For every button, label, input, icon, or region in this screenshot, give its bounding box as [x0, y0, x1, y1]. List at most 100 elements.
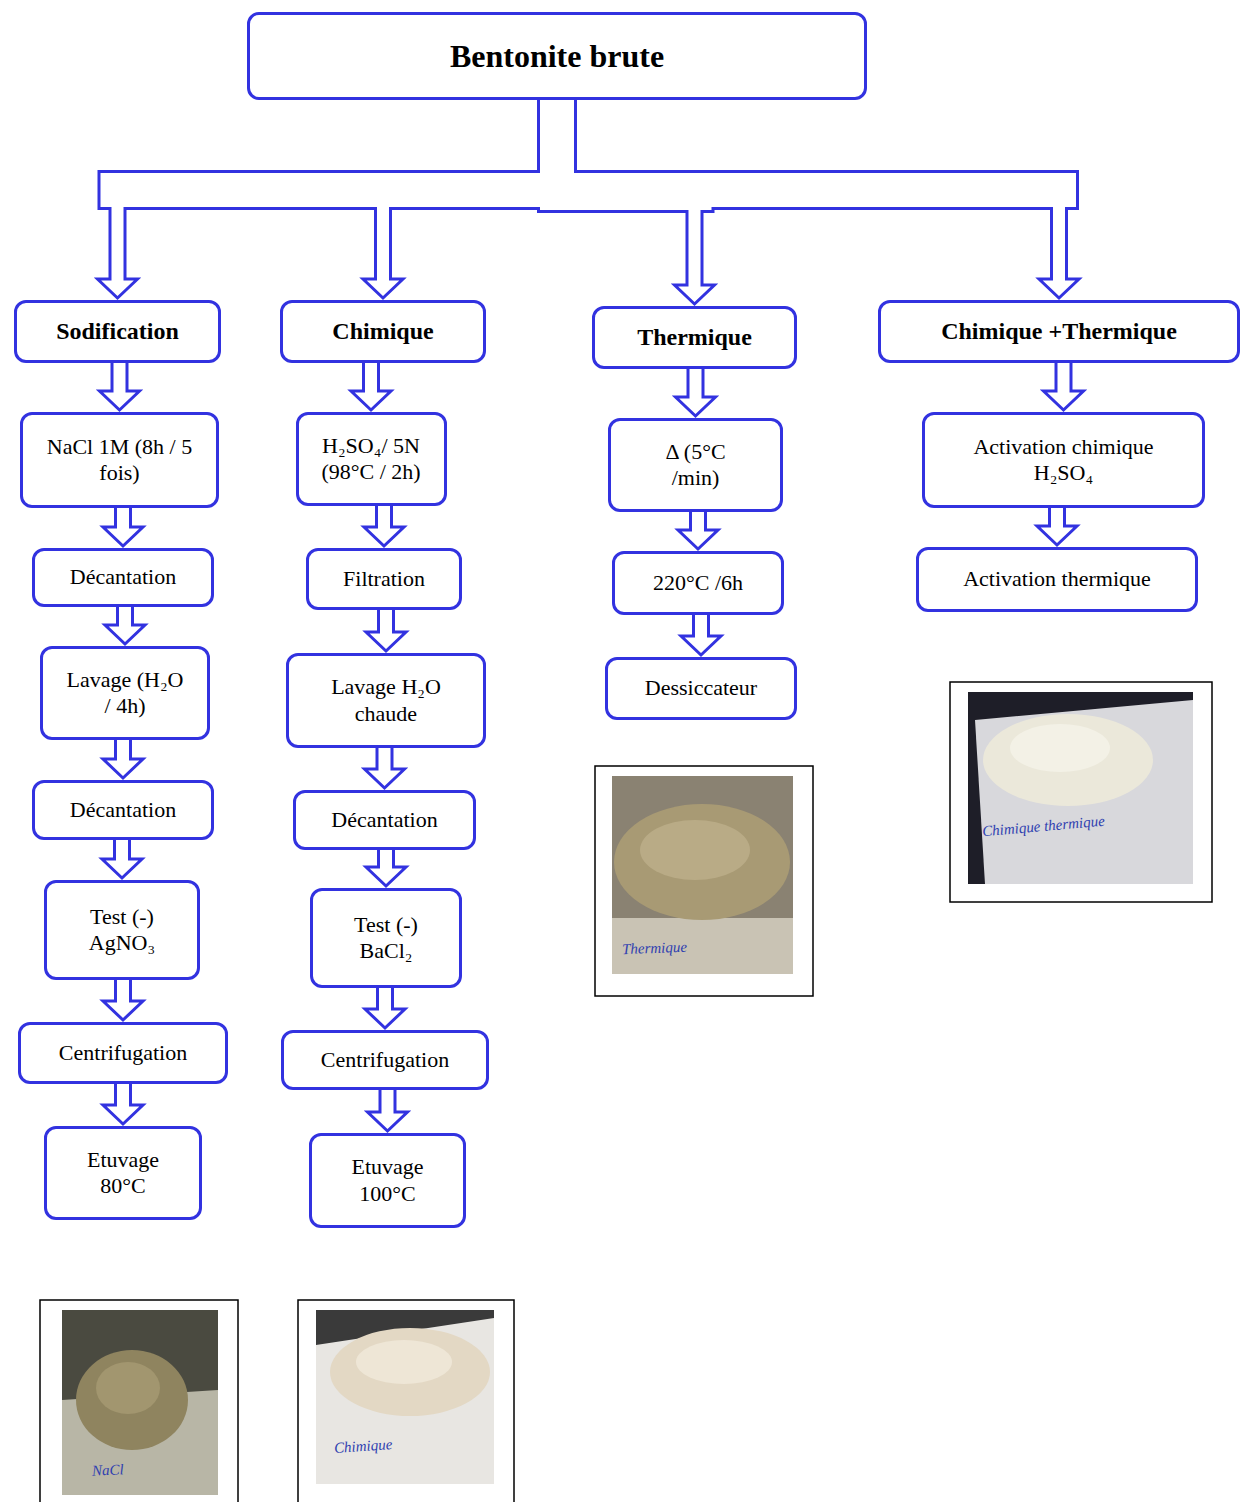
step-text: Activation chimique H₂SO₄ — [954, 434, 1174, 487]
process-box: Etuvage 80°C — [44, 1126, 202, 1220]
arrow-fill — [690, 369, 702, 402]
step-text: Sodification — [56, 317, 179, 346]
process-box: Centrifugation — [18, 1022, 228, 1084]
step-text: Chimique +Thermique — [941, 317, 1177, 346]
step-text: Centrifugation — [321, 1047, 449, 1073]
arrow-fill — [689, 193, 701, 290]
root-box: Bentonite brute — [247, 12, 867, 100]
process-box: Etuvage 100°C — [309, 1133, 466, 1228]
step-text: Test (-) AgNO₃ — [72, 904, 172, 957]
powder-heap — [640, 820, 750, 880]
bracket-outline — [383, 110, 557, 190]
powder-heap — [96, 1362, 160, 1414]
arrow-fill — [114, 363, 126, 396]
process-box: 220°C /6h — [612, 551, 784, 615]
arrow-fill — [379, 988, 391, 1014]
bracket-fill — [118, 110, 558, 190]
arrow-fill — [695, 615, 707, 641]
arrow-fill — [365, 363, 377, 396]
photo-paper — [612, 918, 793, 974]
bracket-outline — [557, 110, 1059, 190]
handwritten-label: Thermique — [622, 939, 688, 958]
powder-heap — [614, 804, 790, 920]
process-box: Test (-) BaCl₂ — [310, 888, 462, 988]
arrow-fill — [117, 508, 129, 532]
arrow-fill — [1051, 508, 1063, 531]
step-text: Thermique — [637, 323, 752, 352]
step-text: Etuvage 80°C — [73, 1147, 173, 1200]
photo-ground — [968, 692, 1193, 884]
bracket-outline — [118, 110, 558, 190]
powder-heap — [330, 1328, 490, 1416]
step-text: Filtration — [343, 566, 425, 592]
photo-ground — [316, 1310, 494, 1484]
step-text: Dessiccateur — [645, 675, 757, 701]
step-text: Décantation — [70, 564, 176, 590]
step-text: Centrifugation — [59, 1040, 187, 1066]
handwritten-label: NaCl — [92, 1461, 125, 1480]
bracket-fill — [383, 110, 557, 190]
powder-heap — [76, 1350, 188, 1450]
process-box: Chimique — [280, 300, 486, 363]
process-box: Dessiccateur — [605, 657, 797, 720]
process-box: Test (-) AgNO₃ — [44, 880, 200, 980]
arrow-fill — [1053, 190, 1065, 284]
powder-heap — [356, 1340, 452, 1384]
photo-frame — [950, 682, 1212, 902]
process-box: Décantation — [293, 790, 476, 850]
process-box: Filtration — [306, 548, 462, 610]
process-box: H₂SO₄/ 5N (98°C / 2h) — [296, 412, 447, 506]
arrow-fill — [117, 980, 129, 1006]
arrow-fill — [380, 850, 392, 872]
process-box: Décantation — [32, 780, 214, 840]
arrow-fill — [379, 748, 391, 774]
arrow-fill — [112, 190, 124, 284]
step-text: Lavage H₂O chaude — [321, 674, 451, 727]
process-box: Chimique +Thermique — [878, 300, 1240, 363]
process-box: Thermique — [592, 306, 797, 369]
process-box: Sodification — [14, 300, 221, 363]
arrow-fill — [378, 506, 390, 532]
arrow-fill — [380, 610, 392, 637]
process-box: Lavage (H₂O / 4h) — [40, 646, 210, 740]
arrow-fill — [117, 740, 129, 764]
step-text: Test (-) BaCl₂ — [336, 912, 436, 965]
photo-paper — [975, 700, 1193, 884]
arrow-fill — [117, 1084, 129, 1110]
step-text: Δ (5°C /min) — [641, 439, 751, 492]
step-text: Activation thermique — [963, 566, 1151, 592]
photo-frame — [595, 766, 813, 996]
step-text: Lavage (H₂O / 4h) — [65, 667, 185, 720]
photo-paper — [316, 1318, 494, 1484]
process-box: NaCl 1M (8h / 5 fois) — [20, 412, 219, 508]
photo-ground — [612, 776, 793, 974]
arrow-fill — [377, 190, 389, 284]
process-box: Activation chimique H₂SO₄ — [922, 412, 1205, 508]
arrow-fill — [116, 840, 128, 864]
step-text: 220°C /6h — [653, 570, 743, 596]
step-text: Etuvage 100°C — [338, 1154, 438, 1207]
step-text: NaCl 1M (8h / 5 fois) — [45, 434, 195, 487]
photo-ground — [62, 1310, 218, 1495]
arrow-fill — [119, 607, 131, 630]
step-text: Bentonite brute — [450, 37, 664, 75]
process-box: Activation thermique — [916, 547, 1198, 612]
step-text: Décantation — [331, 807, 437, 833]
powder-heap — [983, 714, 1153, 806]
step-text: H₂SO₄/ 5N (98°C / 2h) — [309, 433, 434, 486]
arrow-fill — [692, 512, 704, 535]
bracket-fill — [557, 110, 1059, 190]
process-box: Lavage H₂O chaude — [286, 653, 486, 748]
step-text: Décantation — [70, 797, 176, 823]
arrow-fill — [1058, 363, 1070, 396]
photo-frame — [298, 1300, 514, 1502]
process-box: Δ (5°C /min) — [608, 418, 783, 512]
photo-frame — [40, 1300, 238, 1502]
process-box: Décantation — [32, 548, 214, 607]
step-text: Chimique — [332, 317, 433, 346]
arrow-fill — [382, 1090, 394, 1117]
powder-heap — [1010, 724, 1110, 772]
